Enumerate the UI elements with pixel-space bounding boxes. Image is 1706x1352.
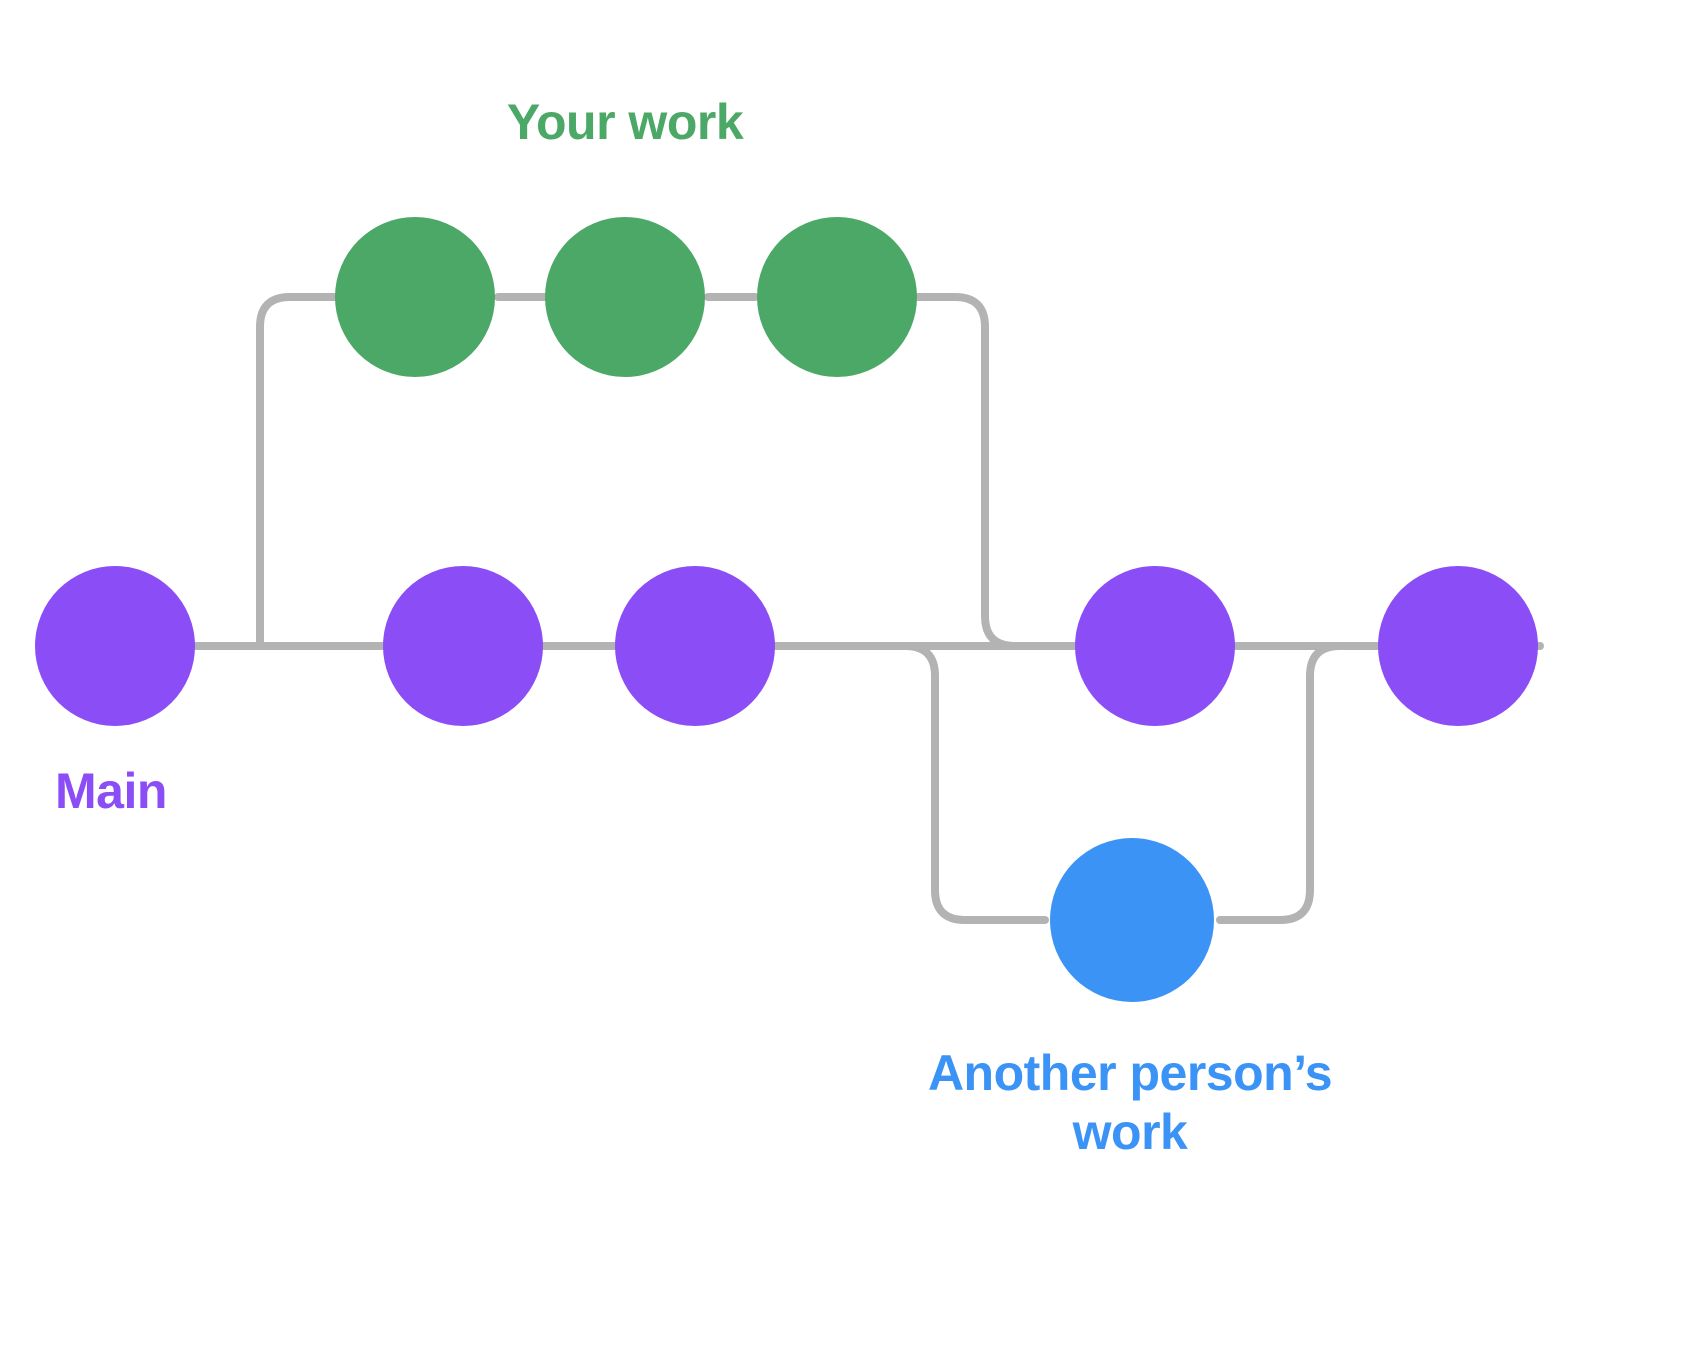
branch-label-main: Main (55, 763, 167, 819)
commit-node-other-work-1[interactable] (1050, 838, 1214, 1002)
commit-node-your-work-1[interactable] (335, 217, 495, 377)
commit-node-main-5[interactable] (1378, 566, 1538, 726)
connector-merge-up-from-other-work (1216, 642, 1384, 924)
branch-label-your-work: Your work (506, 94, 744, 150)
branch-label-another-person-work: Another person’s work (927, 1045, 1333, 1160)
commit-nodes-other-work (1050, 838, 1214, 1002)
commit-node-main-3[interactable] (615, 566, 775, 726)
connector-branch-down-to-other-work (901, 642, 1049, 924)
commit-node-main-1[interactable] (35, 566, 195, 726)
commit-node-your-work-3[interactable] (757, 217, 917, 377)
commit-nodes-your-work (335, 217, 917, 377)
commit-node-your-work-2[interactable] (545, 217, 705, 377)
commit-nodes-main (35, 566, 1538, 726)
commit-node-main-2[interactable] (383, 566, 543, 726)
connector-merge-down-from-your-work (914, 293, 1074, 650)
commit-node-main-4[interactable] (1075, 566, 1235, 726)
connector-branch-up-to-your-work (256, 293, 344, 650)
